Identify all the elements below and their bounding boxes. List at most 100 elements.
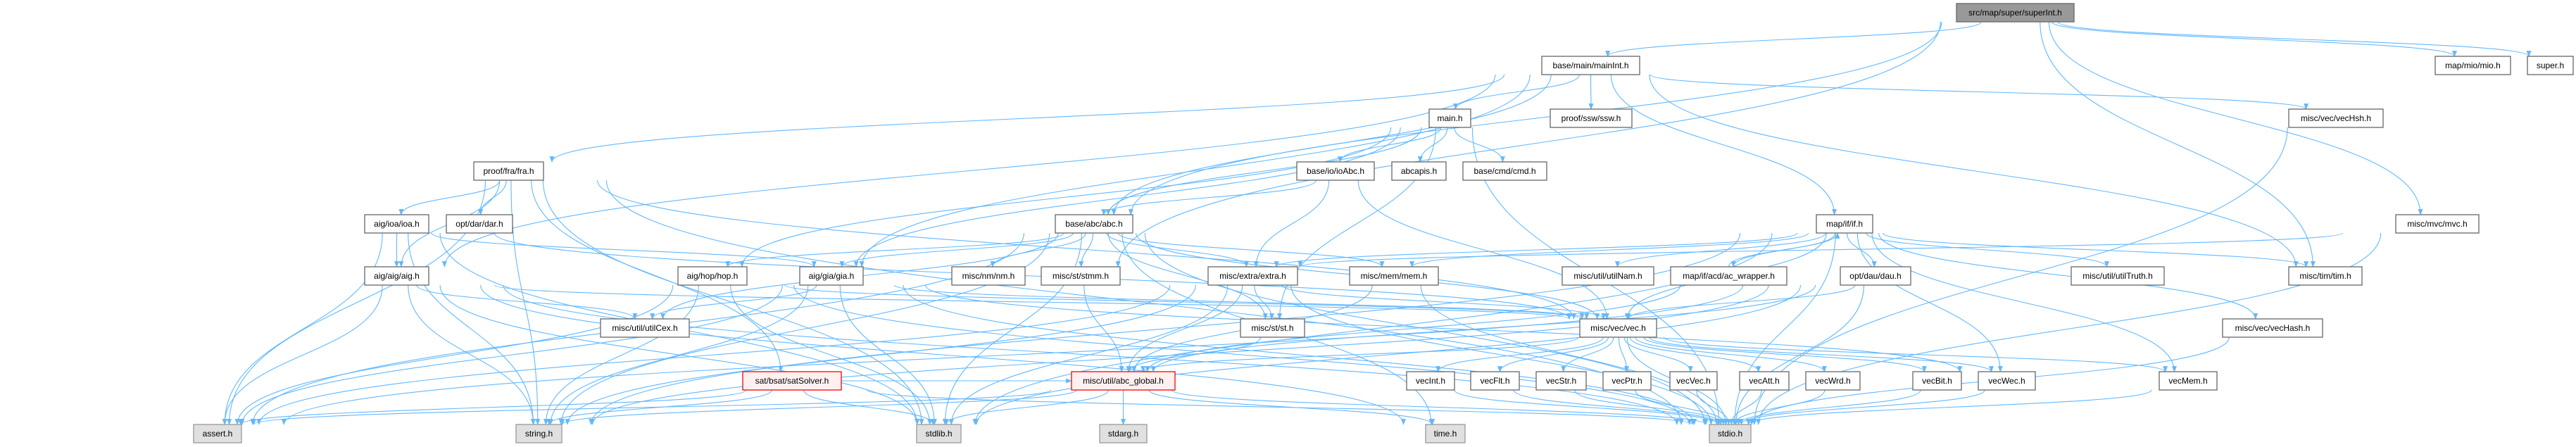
edge-if-to-mem [1409,232,1809,267]
node-tim[interactable]: misc/tim/tim.h [2288,266,2363,286]
node-box [2527,56,2574,75]
node-box [1425,424,1466,443]
node-acw[interactable]: map/if/acd/ac_wrapper.h [1670,266,1788,286]
node-box [2071,266,2165,286]
node-vecPtr[interactable]: vecPtr.h [1602,371,1652,391]
edge-gia-to-utilCex [650,284,817,320]
node-box [1709,424,1752,443]
node-extra[interactable]: misc/extra/extra.h [1207,266,1298,286]
edge-aig-to-assert [222,284,383,425]
edge-if-to-utilTruth [1866,232,2109,267]
node-vecBit[interactable]: vecBit.h [1912,371,1962,391]
node-stdarg: stdarg.h [1099,424,1148,443]
node-box [364,214,429,234]
node-hop[interactable]: aig/hop/hop.h [677,266,748,286]
node-utilTruth[interactable]: misc/util/utilTruth.h [2071,266,2165,286]
node-label: proof/fra/fra.h [483,166,534,176]
edge-mainInt-to-abc [1111,74,1552,215]
edge-extra-to-st [1254,284,1274,320]
node-label: misc/vec/vec.h [1590,323,1646,333]
edge-main-to-abc [1105,127,1422,215]
edge-loa-to-string [408,232,536,425]
node-abcglobal[interactable]: misc/util/abc_global.h [1071,371,1176,391]
node-box [1099,424,1148,443]
node-box [364,266,429,286]
node-vecAtt[interactable]: vecAtt.h [1739,371,1790,391]
node-label: misc/tim/tim.h [2299,271,2351,281]
edge-extra-to-abcglobal [1126,284,1243,372]
edge-abcglobal-to-stdlib [943,389,1110,425]
node-box [799,266,864,286]
edge-ioAbc-to-extra [1253,180,1330,267]
node-vecWec[interactable]: vecWec.h [1978,371,2036,391]
node-box [2159,371,2218,391]
node-label: misc/util/utilTruth.h [2082,271,2153,281]
node-mem[interactable]: misc/mem/mem.h [1349,266,1439,286]
node-vecMem[interactable]: vecMem.h [2159,371,2218,391]
node-label: super.h [2537,61,2564,70]
node-gia[interactable]: aig/gia/gia.h [799,266,864,286]
node-box [2434,56,2511,75]
node-utilCex[interactable]: misc/util/utilCex.h [600,318,690,338]
node-mainInt[interactable]: base/main/mainInt.h [1541,56,1640,75]
node-vecInt[interactable]: vecInt.h [1406,371,1455,391]
node-box [1669,371,1718,391]
node-nm[interactable]: misc/nm/nm.h [951,266,1026,286]
node-box [742,371,842,391]
edge-abcglobal-to-string [560,389,1077,425]
node-ioAbc[interactable]: base/io/ioAbc.h [1296,161,1375,181]
node-utilNam[interactable]: misc/util/utilNam.h [1562,266,1654,286]
edge-gia-to-string [548,284,809,425]
node-vecHash[interactable]: misc/vec/vecHash.h [2222,318,2323,338]
node-label: stdlib.h [925,429,952,439]
node-box [1462,161,1547,181]
node-st[interactable]: misc/st/st.h [1240,318,1305,338]
node-box [1805,371,1861,391]
node-label: misc/extra/extra.h [1219,271,1286,281]
node-if[interactable]: map/if/if.h [1816,214,1873,234]
node-box [2288,266,2363,286]
node-vec[interactable]: misc/vec/vec.h [1579,318,1657,338]
edge-superInt-to-super [2057,21,2532,57]
node-vecStr[interactable]: vecStr.h [1535,371,1587,391]
node-label: sat/bsat/satSolver.h [755,376,829,386]
node-abc[interactable]: base/abc/abc.h [1055,214,1133,234]
node-label: misc/util/utilCex.h [612,323,677,333]
node-ssw[interactable]: proof/ssw/ssw.h [1550,108,1633,128]
edge-fra-to-loa [398,180,501,215]
edge-vecWec-to-stdio [1738,389,1985,425]
node-satSolver[interactable]: sat/bsat/satSolver.h [742,371,842,391]
node-box [1978,371,2036,391]
node-label: time.h [1434,429,1457,439]
node-aig[interactable]: aig/aig/aig.h [364,266,429,286]
node-stmm[interactable]: misc/st/stmm.h [1041,266,1121,286]
node-vecFlt[interactable]: vecFlt.h [1470,371,1520,391]
node-label: vecMem.h [2168,376,2207,386]
node-dar[interactable]: opt/dar/dar.h [446,214,513,234]
node-label: vecStr.h [1546,376,1576,386]
edge-gia-to-assert [239,284,783,425]
node-mio[interactable]: map/mio/mio.h [2434,56,2511,75]
node-fra[interactable]: proof/fra/fra.h [473,161,544,181]
edge-satSolver-to-stdio [867,389,1695,425]
node-vecHsh[interactable]: misc/vec/vecHsh.h [2288,108,2384,128]
edge-vec-to-abcglobal [1141,336,1579,372]
edge-superInt-to-tim [2040,21,2316,267]
edge-vecStr-to-stdio [1574,389,1726,425]
node-box [677,266,748,286]
edge-if-to-string [589,232,1741,425]
node-vecVec[interactable]: vecVec.h [1669,371,1718,391]
node-loa[interactable]: aig/ioa/ioa.h [364,214,429,234]
node-super[interactable]: super.h [2527,56,2574,75]
node-label: vecWec.h [1988,376,2025,386]
node-vecWrd[interactable]: vecWrd.h [1805,371,1861,391]
node-label: misc/st/stmm.h [1053,271,1109,281]
node-superInt[interactable]: src/map/super/superInt.h [1956,3,2075,23]
node-mvc[interactable]: misc/mvc/mvc.h [2395,214,2480,234]
node-main[interactable]: main.h [1428,108,1471,128]
node-abcapis[interactable]: abcapis.h [1391,161,1447,181]
node-dau[interactable]: opt/dau/dau.h [1840,266,1911,286]
edge-vecBit-to-stdio [1735,389,1921,425]
node-cmd[interactable]: base/cmd/cmd.h [1462,161,1547,181]
